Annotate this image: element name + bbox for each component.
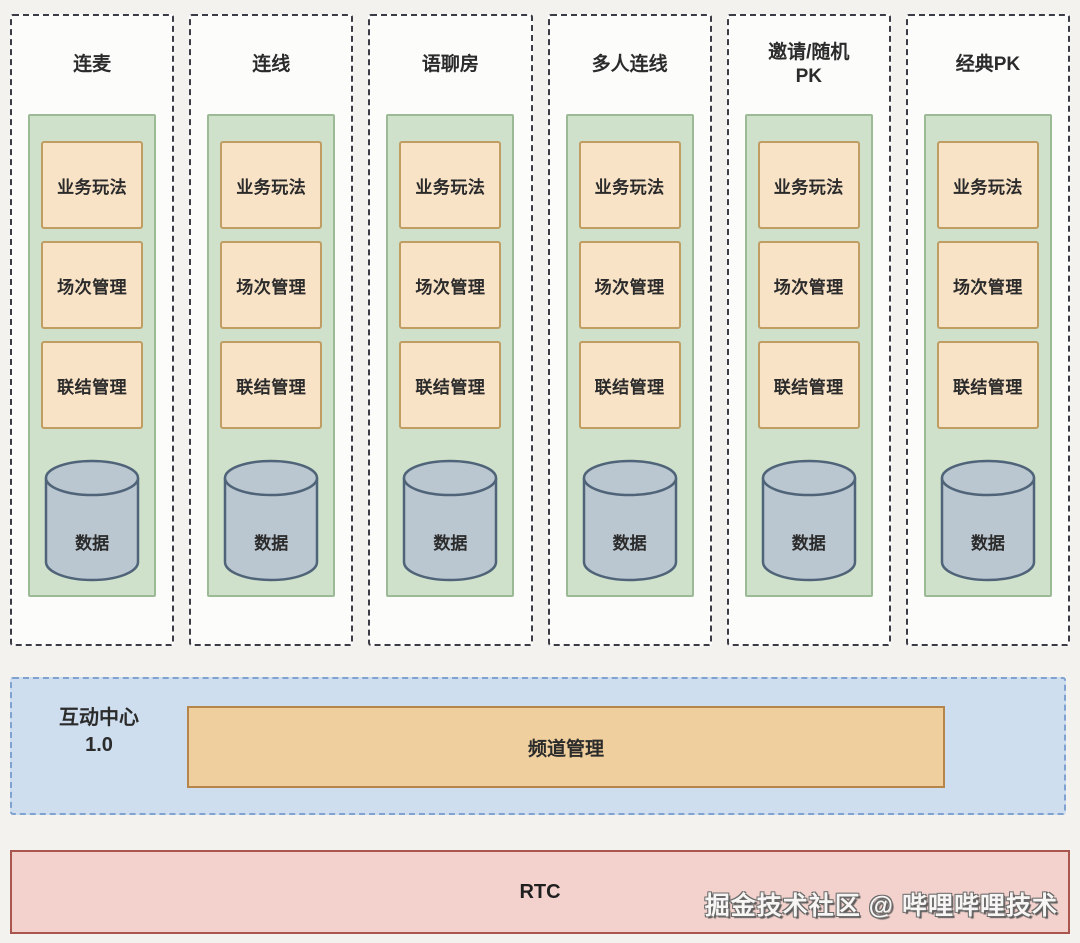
module-panel: 业务玩法 场次管理 联结管理 数据 (744, 114, 873, 597)
database-icon (224, 459, 319, 582)
database-label: 数据 (75, 534, 110, 553)
module-box: 场次管理 (220, 241, 323, 329)
database-label: 数据 (254, 534, 289, 553)
database: 数据 (761, 459, 857, 583)
module-box: 联结管理 (220, 341, 323, 429)
database: 数据 (940, 459, 1036, 583)
module-box: 联结管理 (41, 341, 144, 429)
feature-column-lianxian: 连线 业务玩法 场次管理 联结管理 数据 (189, 14, 354, 646)
column-title: 语聊房 (421, 54, 479, 76)
feature-columns: 连麦 业务玩法 场次管理 联结管理 数据 连线 业务玩法 场次管理 联结管理 (10, 14, 1071, 646)
module-box: 场次管理 (399, 241, 502, 329)
feature-column-yuliaofang: 语聊房 业务玩法 场次管理 联结管理 数据 (368, 14, 533, 646)
database-label: 数据 (970, 534, 1005, 553)
module-box: 场次管理 (757, 241, 860, 329)
database-icon (940, 459, 1036, 582)
module-box: 业务玩法 (41, 141, 144, 229)
feature-column-jingdian-pk: 经典PK 业务玩法 场次管理 联结管理 数据 (905, 14, 1071, 646)
module-box: 业务玩法 (220, 141, 323, 229)
module-box: 业务玩法 (757, 141, 860, 229)
module-panel: 业务玩法 场次管理 联结管理 数据 (386, 114, 515, 597)
channel-management-box: 频道管理 (187, 706, 945, 788)
database-icon (44, 459, 140, 582)
module-box: 业务玩法 (936, 141, 1039, 229)
module-panel: 业务玩法 场次管理 联结管理 数据 (207, 114, 336, 597)
database: 数据 (44, 459, 140, 583)
module-box: 业务玩法 (578, 141, 681, 229)
rtc-bar: RTC (10, 850, 1070, 934)
database-label: 数据 (791, 534, 826, 553)
column-title: 邀请/随机 PK (768, 42, 850, 87)
module-box: 场次管理 (41, 241, 144, 329)
feature-column-lianmai: 连麦 业务玩法 场次管理 联结管理 数据 (10, 14, 175, 646)
interaction-center-label: 互动中心 1.0 (59, 707, 139, 756)
module-box: 联结管理 (578, 341, 681, 429)
module-box: 联结管理 (757, 341, 860, 429)
database: 数据 (582, 459, 678, 583)
feature-column-duorenlianxian: 多人连线 业务玩法 场次管理 联结管理 数据 (547, 14, 712, 646)
database-icon (761, 459, 857, 582)
database-label: 数据 (612, 534, 647, 553)
column-title: 经典PK (955, 54, 1021, 76)
interaction-center-band: 互动中心 1.0 频道管理 (10, 677, 1066, 815)
module-panel: 业务玩法 场次管理 联结管理 数据 (28, 114, 157, 597)
module-panel: 业务玩法 场次管理 联结管理 数据 (923, 114, 1052, 597)
database-label: 数据 (433, 534, 468, 553)
module-box: 场次管理 (578, 241, 681, 329)
module-box: 联结管理 (936, 341, 1039, 429)
column-title: 连麦 (73, 54, 112, 76)
module-panel: 业务玩法 场次管理 联结管理 数据 (565, 114, 694, 597)
database-icon (582, 459, 677, 582)
column-title: 连线 (252, 54, 291, 76)
module-box: 场次管理 (936, 241, 1039, 329)
database-icon (403, 459, 498, 582)
module-box: 业务玩法 (399, 141, 502, 229)
database: 数据 (223, 459, 319, 583)
column-title: 多人连线 (591, 54, 668, 76)
module-box: 联结管理 (399, 341, 502, 429)
database: 数据 (402, 459, 498, 583)
watermark: 掘金技术社区 @ 哔哩哔哩技术 (704, 892, 1058, 920)
feature-column-yaoqing-suiji-pk: 邀请/随机 PK 业务玩法 场次管理 联结管理 数据 (726, 14, 891, 646)
